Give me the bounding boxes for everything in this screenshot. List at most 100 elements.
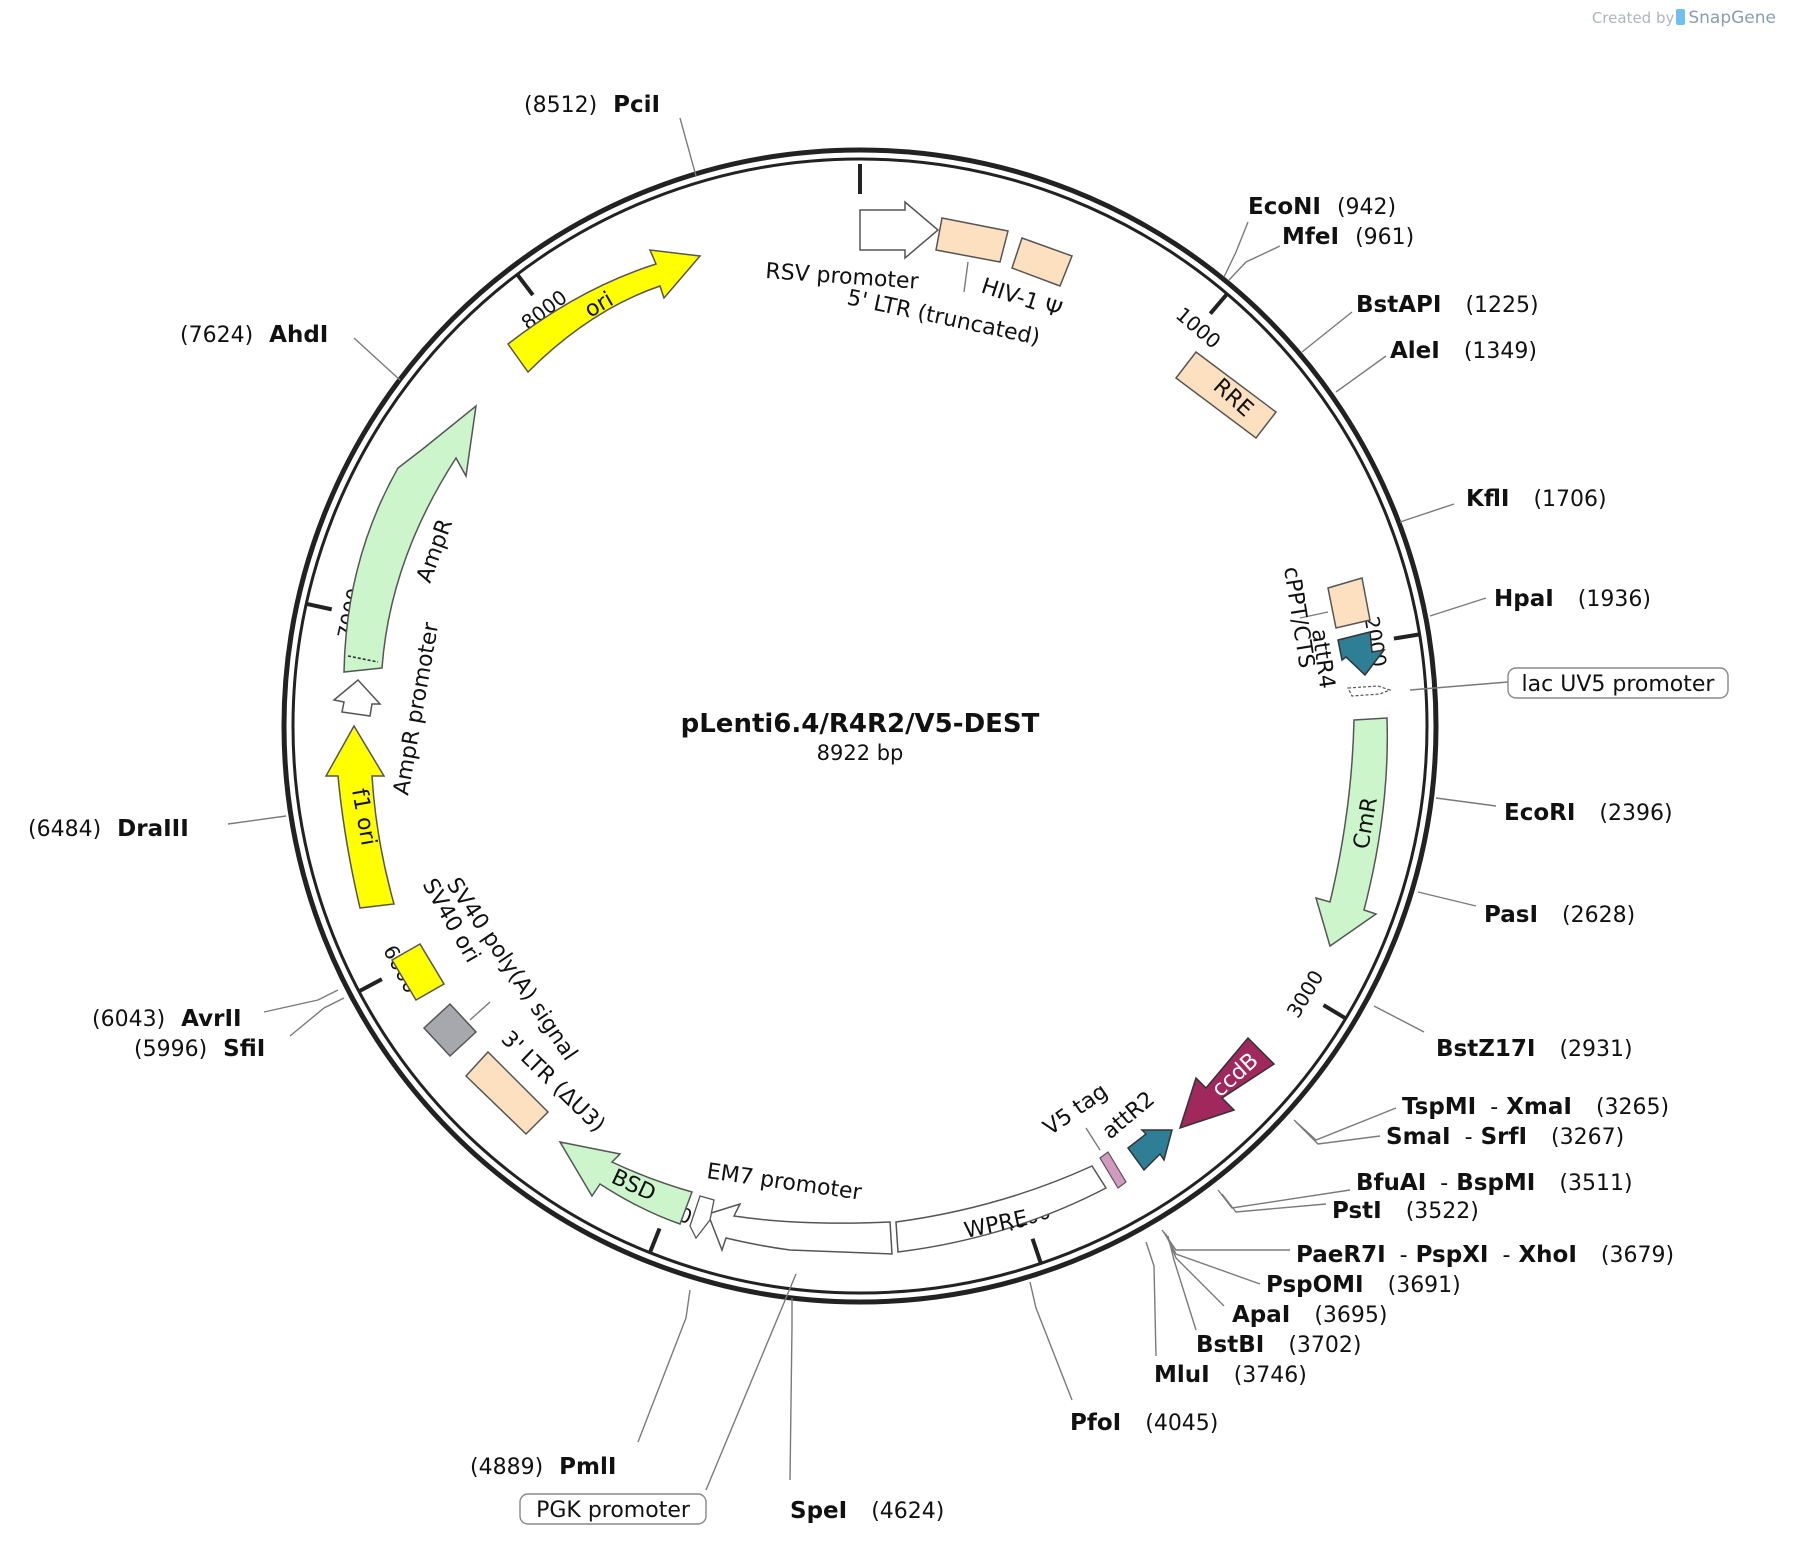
svg-text:BfuAI-BspMI(3511): BfuAI-BspMI(3511) (1356, 1170, 1633, 1196)
site-psti-pos: (3522) (1406, 1199, 1479, 1224)
tick-mark-2000 (1393, 632, 1420, 641)
site-bstz17i-name: BstZ17I (1436, 1036, 1535, 1062)
site-avrii-pos: (6043) (92, 1007, 165, 1032)
svg-text:EcoNI(942): EcoNI(942) (1248, 194, 1396, 220)
site-hpai-pos: (1936) (1578, 587, 1651, 612)
site-bstz17i[interactable]: BstZ17I(2931) (1373, 1005, 1633, 1062)
site-bstbi[interactable]: BstBI (3702) (1167, 1235, 1361, 1358)
site-ecori[interactable]: EcoRI(2396) (1435, 797, 1673, 826)
pgk-label: PGK promoter (536, 1498, 691, 1523)
site-alei-pos: (1349) (1464, 339, 1537, 364)
site-pmli[interactable]: (4889)PmlI (470, 1289, 691, 1480)
site-bfuai[interactable]: BfuAI-BspMI(3511) (1217, 1170, 1633, 1209)
svg-text:PspOMI(3691): PspOMI(3691) (1266, 1272, 1461, 1298)
tick-mark-6000 (357, 977, 383, 994)
site-bstbi-pos: (3702) (1288, 1333, 1361, 1358)
site-psti[interactable]: PstI (3522) (1221, 1193, 1479, 1224)
site-sfii-pos: (5996) (134, 1037, 207, 1062)
em7-label: EM7 promoter (705, 1159, 864, 1206)
feature-f1ori[interactable]: f1 ori (324, 724, 395, 909)
svg-text:BstZ17I(2931): BstZ17I(2931) (1436, 1036, 1633, 1062)
site-spei-pos: (4624) (871, 1499, 944, 1524)
feature-wpre[interactable]: WPRE (895, 1165, 1108, 1253)
svg-text:(8512)PciI: (8512) PciI (524, 92, 660, 118)
feature-ltr3[interactable]: 3' LTR (ΔU3) (464, 1026, 610, 1138)
site-pasi-name: PasI (1484, 902, 1538, 928)
tick-mark-4000 (1030, 1238, 1043, 1265)
site-paer7i[interactable]: PaeR7I-PspXI-XhoI(3679) (1161, 1229, 1674, 1268)
svg-text:(6043)AvrII: (6043)AvrII (92, 1006, 242, 1032)
site-pcii[interactable]: (8512) PciI (524, 92, 697, 177)
svg-text:PfoI(4045): PfoI(4045) (1070, 1410, 1218, 1436)
svg-text:HpaI(1936): HpaI(1936) (1494, 586, 1651, 612)
site-tspmi[interactable]: TspMI-XmaI(3265) (1293, 1094, 1669, 1141)
site-bstapi[interactable]: BstAPI(1225) (1301, 292, 1539, 353)
site-bstapi-name: BstAPI (1356, 292, 1441, 318)
svg-text:EcoRI(2396): EcoRI(2396) (1504, 800, 1673, 826)
site-pasi[interactable]: PasI(2628) (1417, 891, 1635, 928)
feature-rsv-promoter[interactable]: RSV promoter (765, 200, 940, 295)
tick-mark-8000 (515, 273, 535, 297)
site-spei[interactable]: SpeI (4624) (789, 1298, 944, 1524)
svg-text:ApaI(3695): ApaI(3695) (1232, 1302, 1388, 1328)
site-kfli-pos: (1706) (1533, 487, 1606, 512)
site-mfei-pos: (961) (1355, 225, 1414, 250)
site-pcii-name: PciI (613, 92, 660, 118)
site-smai-sep: - (1465, 1125, 1473, 1150)
site-bstbi-name: BstBI (1196, 1332, 1264, 1358)
feature-pgk[interactable]: PGK promoter (519, 1202, 893, 1525)
site-tspmi-sep: - (1490, 1095, 1498, 1120)
svg-text:MluI(3746): MluI(3746) (1154, 1362, 1307, 1388)
tick-label-1000: 1000 (1171, 302, 1225, 353)
site-pfoi[interactable]: PfoI(4045) (1029, 1281, 1218, 1436)
site-draiii[interactable]: (6484) DraIII (28, 815, 287, 842)
feature-lacuv5[interactable]: lac UV5 promoter (1347, 667, 1729, 699)
site-avrii[interactable]: (6043)AvrII (92, 989, 339, 1032)
tick-mark-7000 (305, 601, 333, 612)
site-hpai[interactable]: HpaI(1936) (1429, 586, 1651, 617)
svg-text:PasI(2628): PasI(2628) (1484, 902, 1635, 928)
site-tspmi-pos: (3265) (1596, 1095, 1669, 1120)
site-pcii-pos: (8512) (524, 93, 597, 118)
svg-text:SpeI(4624): SpeI (4624) (790, 1498, 944, 1524)
amprprom-label: AmpR promoter (389, 620, 444, 797)
site-smai[interactable]: SmaI-SrfI(3267) (1295, 1121, 1624, 1150)
site-mfei-name: MfeI (1282, 224, 1339, 250)
site-sfii[interactable]: (5996)SfiI (134, 997, 345, 1062)
site-pmli-name: PmlI (559, 1454, 616, 1480)
feature-ccdb[interactable]: ccdB (1178, 1036, 1276, 1130)
site-alei[interactable]: AleI(1349) (1335, 338, 1537, 393)
site-mlui-pos: (3746) (1234, 1363, 1307, 1388)
svg-text:PaeR7I-PspXI-XhoI(3679): PaeR7I-PspXI-XhoI(3679) (1296, 1242, 1674, 1268)
feature-bsd[interactable]: BSD (558, 1140, 693, 1225)
svg-text:(6484)DraIII: (6484) DraIII (28, 816, 189, 842)
tick-mark-3000 (1322, 1003, 1347, 1021)
svg-text:TspMI-XmaI(3265): TspMI-XmaI(3265) (1402, 1094, 1669, 1120)
svg-text:(5996)SfiI: (5996)SfiI (134, 1036, 265, 1062)
site-tspmi-name: TspMI (1402, 1094, 1476, 1120)
site-spei-name: SpeI (790, 1498, 847, 1524)
site-draiii-name: DraIII (117, 816, 189, 842)
svg-text:(7624)AhdI: (7624)AhdI (180, 322, 328, 348)
site-mlui[interactable]: MluI(3746) (1145, 1241, 1307, 1388)
site-xhoi-name: XhoI (1518, 1242, 1576, 1268)
svg-text:SmaI-SrfI(3267): SmaI-SrfI(3267) (1386, 1124, 1624, 1150)
site-bspmi-name: BspMI (1456, 1170, 1535, 1196)
site-draiii-pos: (6484) (28, 817, 101, 842)
snapgene-logo-icon (1676, 9, 1686, 25)
rsv-promoter-label: RSV promoter (765, 259, 921, 295)
site-mfei[interactable]: MfeI (961) (1228, 224, 1414, 281)
site-kfli[interactable]: KflI(1706) (1399, 486, 1607, 523)
svg-text:PstI(3522): PstI (3522) (1332, 1198, 1479, 1224)
plasmid-name: pLenti6.4/R4R2/V5-DEST (681, 709, 1040, 739)
feature-ampr[interactable]: AmpR (343, 404, 478, 673)
site-apai[interactable]: ApaI(3695) (1165, 1233, 1388, 1328)
svg-text:BstAPI(1225): BstAPI(1225) (1356, 292, 1539, 318)
site-econi[interactable]: EcoNI(942) (1223, 194, 1396, 278)
feature-cmr[interactable]: CmR (1314, 717, 1389, 948)
feature-rre[interactable]: RRE (1174, 350, 1278, 440)
site-psti-name: PstI (1332, 1198, 1382, 1224)
site-ahdi[interactable]: (7624)AhdI (180, 322, 401, 381)
